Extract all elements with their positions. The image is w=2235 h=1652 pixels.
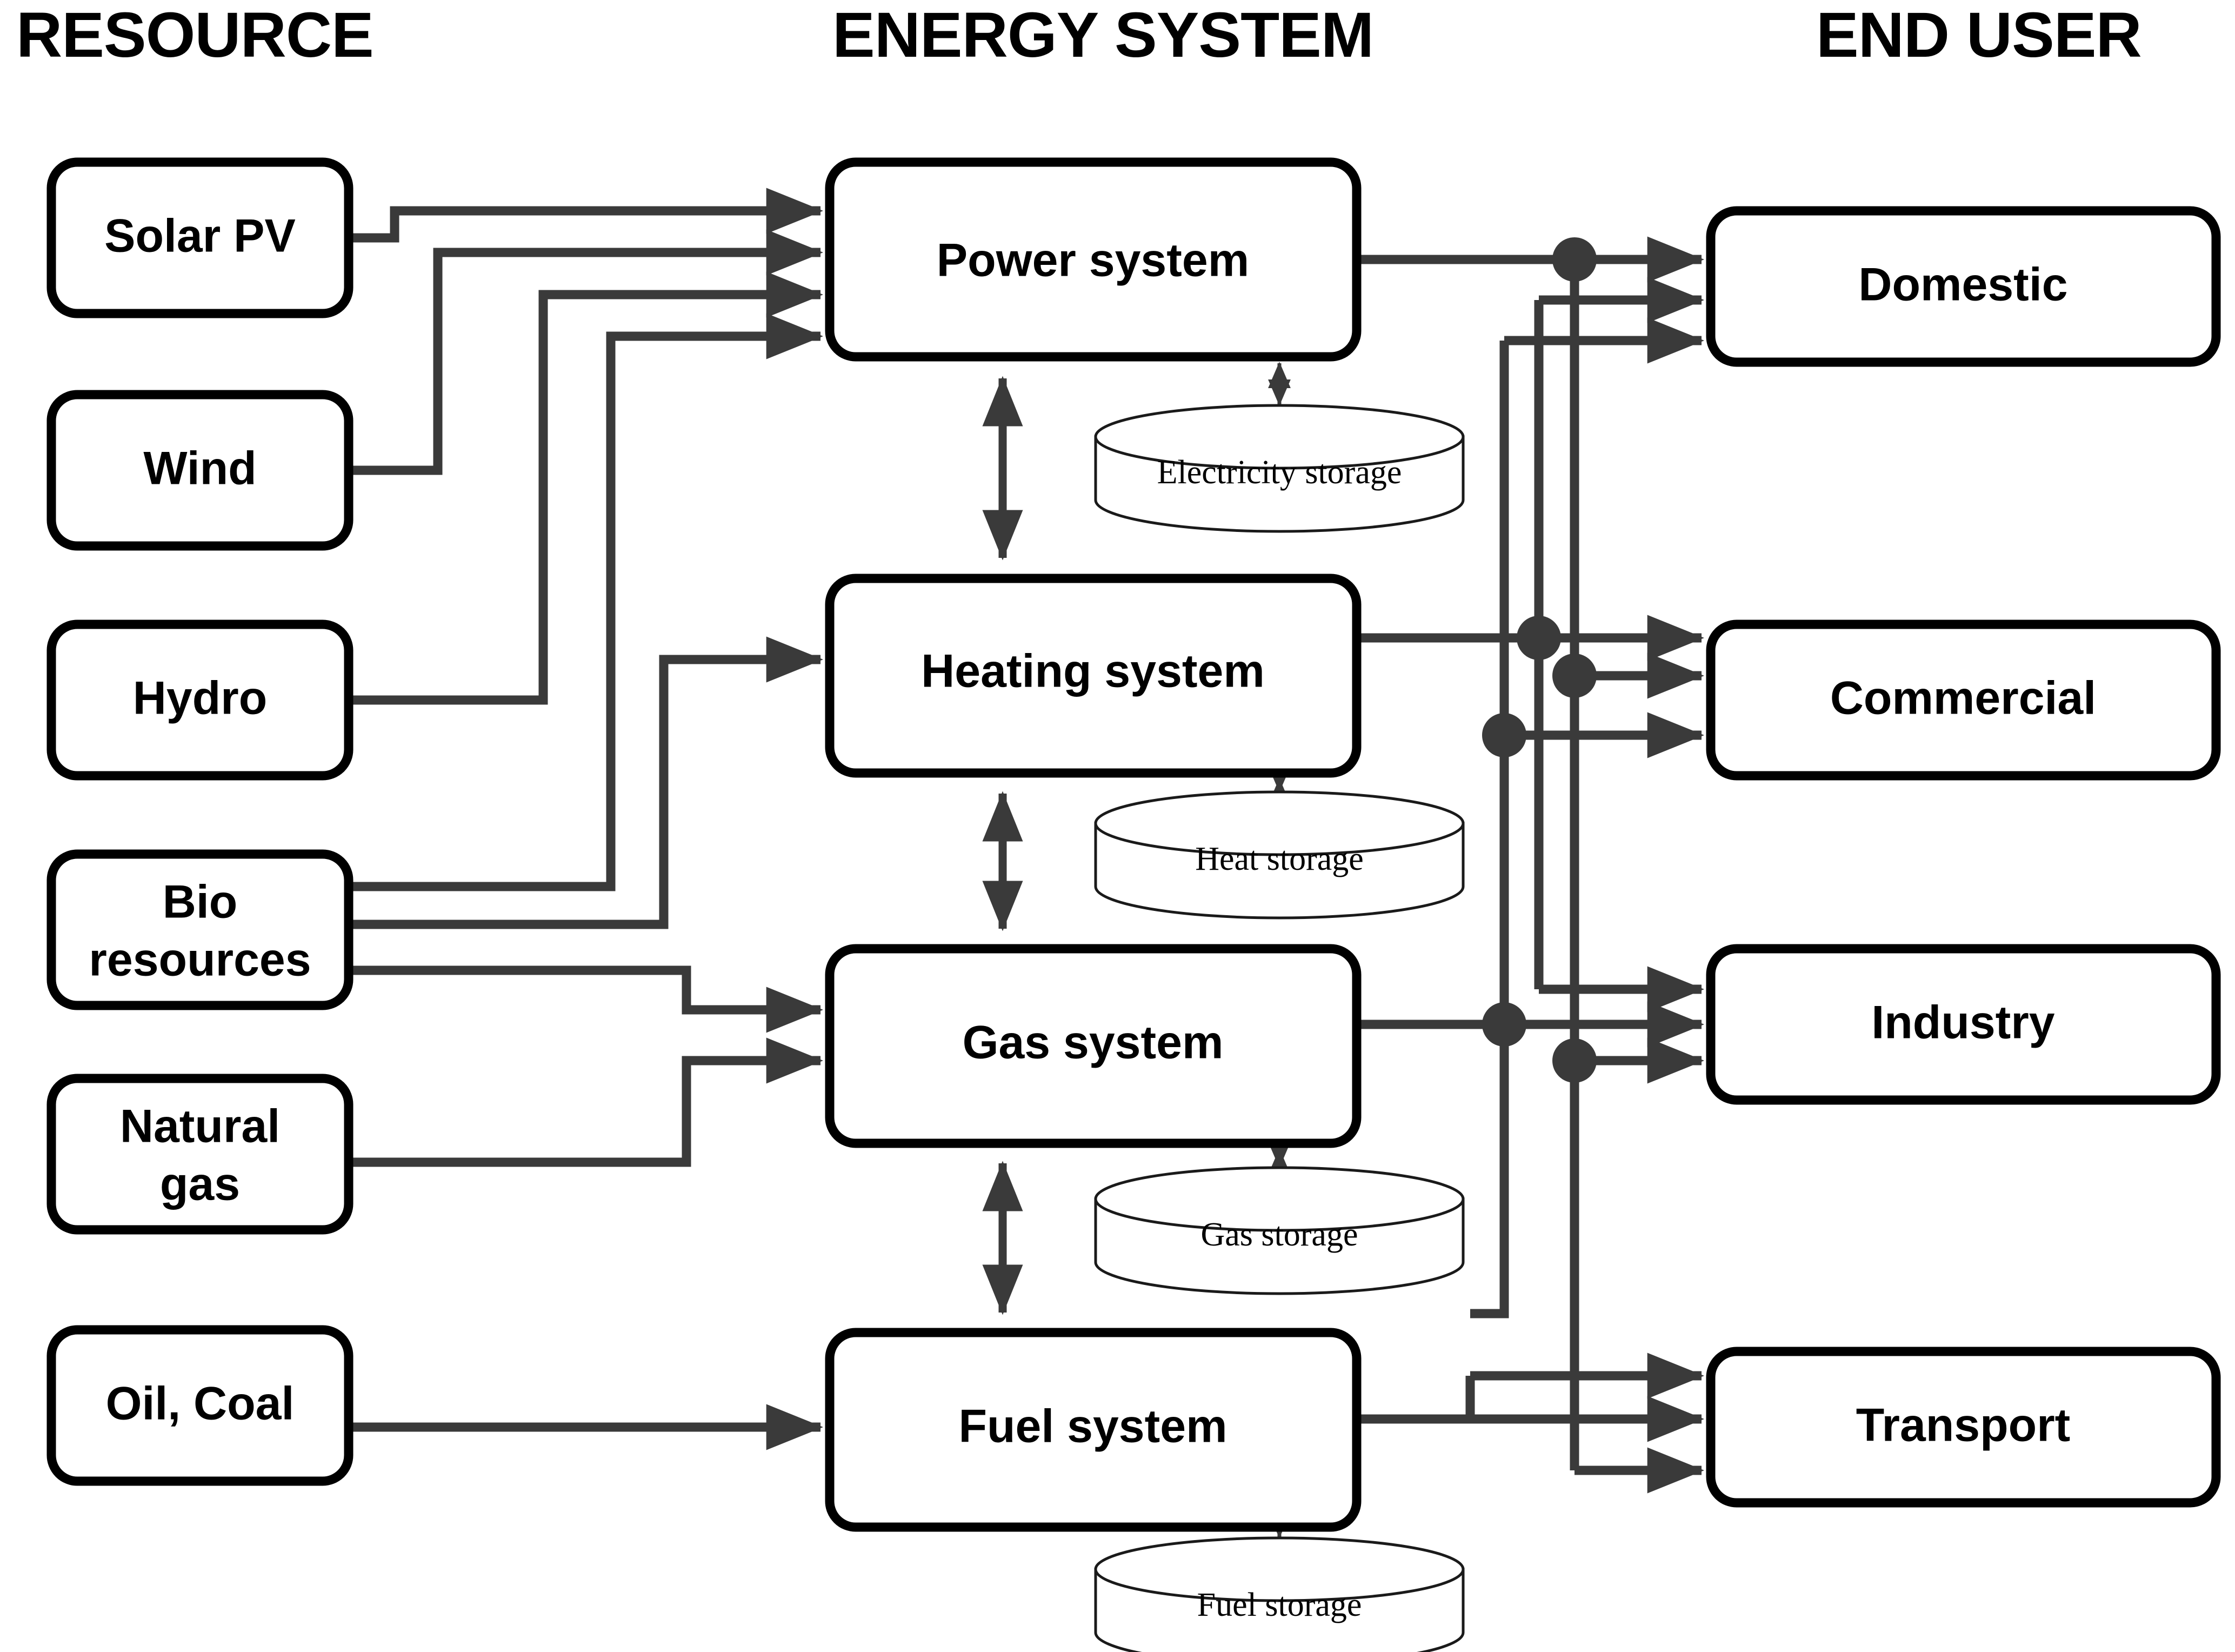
column-header-energy-system: ENERGY SYSTEM bbox=[832, 0, 1373, 71]
end-user-column: Domestic Commercial Industry Transport bbox=[1706, 206, 2221, 1508]
junction-gas-industry bbox=[1482, 1002, 1526, 1047]
node-hydro[interactable]: Hydro bbox=[46, 620, 353, 781]
node-box-natural-gas[interactable] bbox=[46, 1074, 353, 1235]
junction-power-industry bbox=[1552, 1038, 1597, 1083]
node-label-heating-system: Heating system bbox=[921, 645, 1265, 697]
node-transport[interactable]: Transport bbox=[1706, 1347, 2221, 1508]
node-label-gas-system: Gas system bbox=[963, 1017, 1224, 1069]
node-box-wind[interactable] bbox=[46, 390, 353, 551]
node-power-system[interactable]: Power system bbox=[825, 157, 1362, 362]
flow-bio-to-heating bbox=[349, 636, 824, 929]
column-headers: RESOURCE ENERGY SYSTEM END USER bbox=[16, 0, 2142, 71]
junction-heating-commercial bbox=[1517, 616, 1561, 660]
node-label-fuel-system: Fuel system bbox=[958, 1401, 1227, 1453]
node-label-power-system: Power system bbox=[937, 235, 1249, 287]
node-label-transport: Transport bbox=[1856, 1400, 2071, 1451]
flow-bio-to-power bbox=[349, 313, 824, 891]
node-box-fuel-system[interactable] bbox=[825, 1328, 1362, 1532]
node-solar-pv[interactable]: Solar PV bbox=[46, 157, 353, 318]
node-box-heating-system[interactable] bbox=[825, 574, 1362, 778]
storage-label-fuel-storage: Fuel storage bbox=[1197, 1587, 1362, 1623]
node-industry[interactable]: Industry bbox=[1706, 944, 2221, 1105]
node-box-bio-resources[interactable] bbox=[46, 849, 353, 1010]
node-wind[interactable]: Wind bbox=[46, 390, 353, 551]
node-box-power-system[interactable] bbox=[825, 157, 1362, 362]
node-natural-gas[interactable]: Natural gas bbox=[46, 1074, 353, 1235]
storage-layer: Electricity storage Heat storage Gas sto… bbox=[1094, 404, 1465, 1652]
node-heating-system[interactable]: Heating system bbox=[825, 574, 1362, 778]
node-label-industry: Industry bbox=[1871, 997, 2054, 1049]
node-label-hydro: Hydro bbox=[133, 672, 267, 724]
node-label-natural-gas-line1: Natural bbox=[120, 1101, 280, 1153]
storage-gas-storage: Gas storage bbox=[1094, 1166, 1465, 1295]
node-commercial[interactable]: Commercial bbox=[1706, 620, 2221, 781]
storage-fuel-storage: Fuel storage bbox=[1094, 1536, 1465, 1652]
storage-electricity-storage: Electricity storage bbox=[1094, 404, 1465, 533]
junction-gas-commercial bbox=[1482, 713, 1526, 757]
node-box-domestic[interactable] bbox=[1706, 206, 2221, 367]
flow-hydro-to-power bbox=[349, 271, 824, 705]
storage-label-heat-storage: Heat storage bbox=[1195, 841, 1364, 877]
node-label-solar-pv: Solar PV bbox=[104, 210, 296, 262]
flow-wind-to-power bbox=[349, 229, 824, 475]
storage-heat-storage: Heat storage bbox=[1094, 790, 1465, 920]
node-box-commercial[interactable] bbox=[1706, 620, 2221, 781]
column-header-resource: RESOURCE bbox=[16, 0, 373, 71]
energy-system-column: Power system Heating system Gas system F… bbox=[825, 157, 1362, 1532]
resource-column: Solar PV Wind Hydro Bio resources Natura… bbox=[46, 157, 353, 1486]
flow-layer bbox=[349, 188, 1705, 1559]
node-label-wind: Wind bbox=[143, 443, 256, 495]
flow-natural-gas-to-gas bbox=[349, 1037, 824, 1167]
node-bio-resources[interactable]: Bio resources bbox=[46, 849, 353, 1010]
node-label-natural-gas-line2: gas bbox=[160, 1158, 240, 1210]
junction-power-commercial bbox=[1552, 654, 1597, 698]
storage-label-electricity-storage: Electricity storage bbox=[1157, 454, 1402, 491]
node-box-transport[interactable] bbox=[1706, 1347, 2221, 1508]
bus-fuel-industry-link bbox=[1470, 1024, 1509, 1318]
node-box-solar-pv[interactable] bbox=[46, 157, 353, 318]
column-header-end-user: END USER bbox=[1816, 0, 2141, 71]
node-label-commercial: Commercial bbox=[1830, 672, 2096, 724]
node-box-oil-coal[interactable] bbox=[46, 1325, 353, 1486]
flow-bio-to-gas bbox=[349, 965, 824, 1033]
node-label-bio-resources-line1: Bio bbox=[163, 876, 238, 928]
node-label-oil-coal: Oil, Coal bbox=[106, 1378, 295, 1430]
junction-power-domestic bbox=[1552, 237, 1597, 282]
flow-solar-pv-to-power bbox=[349, 188, 824, 243]
node-fuel-system[interactable]: Fuel system bbox=[825, 1328, 1362, 1532]
node-box-industry[interactable] bbox=[1706, 944, 2221, 1105]
node-label-domestic: Domestic bbox=[1858, 259, 2067, 311]
node-domestic[interactable]: Domestic bbox=[1706, 206, 2221, 367]
storage-label-gas-storage: Gas storage bbox=[1201, 1216, 1358, 1253]
node-gas-system[interactable]: Gas system bbox=[825, 944, 1362, 1148]
node-box-hydro[interactable] bbox=[46, 620, 353, 781]
node-box-gas-system[interactable] bbox=[825, 944, 1362, 1148]
node-label-bio-resources-line2: resources bbox=[89, 934, 311, 986]
node-oil-coal[interactable]: Oil, Coal bbox=[46, 1325, 353, 1486]
